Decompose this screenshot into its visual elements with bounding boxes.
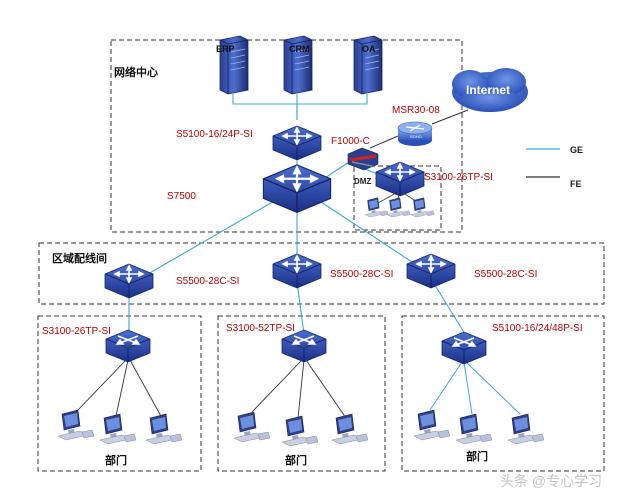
- layer3-switch-icon: [272, 253, 322, 289]
- pc-icon: [331, 413, 369, 445]
- layer3-switch-icon: [406, 253, 456, 289]
- link-dept-right-pc1: [429, 361, 463, 411]
- internet-label: Internet: [466, 83, 510, 97]
- layer3-switch-icon: [272, 125, 322, 161]
- department-pcs-right: [413, 409, 545, 445]
- department-title-left: 部门: [105, 453, 127, 467]
- distribution-room-title: 区域配线间: [52, 251, 107, 265]
- legend-ge-label: GE: [570, 145, 583, 155]
- department-switch-right: S5100-16/24/48P-SI: [441, 323, 583, 365]
- layer3-switch-icon: [104, 263, 154, 299]
- pc-icon: [281, 415, 319, 447]
- firewall: F1000-C: [331, 136, 379, 171]
- watermark-text: 头条 @专心学习: [500, 473, 602, 489]
- dmz-area: DMZ S3100-26TP-SI: [354, 161, 493, 218]
- core-switch: S7500: [167, 163, 332, 214]
- pc-icon: [386, 197, 411, 218]
- aggregation-switch-middle: S5500-28C-SI: [272, 253, 393, 289]
- link-dept-right-pc2: [463, 361, 473, 415]
- legend: GE FE: [526, 145, 583, 189]
- dmz-switch-label: S3100-26TP-SI: [424, 172, 493, 183]
- link-dept-left-pc1: [77, 359, 127, 411]
- link-agg-dept-mid: [296, 281, 305, 335]
- aggregation-switch-middle-label: S5500-28C-SI: [330, 269, 393, 280]
- firewall-icon: [347, 147, 379, 171]
- link-dept-mid-pc1: [251, 359, 303, 413]
- router-icon: SOHO: [397, 121, 433, 146]
- pc-icon: [413, 409, 451, 441]
- crm-server-label: CRM: [289, 44, 310, 54]
- firewall-label: F1000-C: [331, 136, 370, 147]
- core-switch-icon: [262, 163, 332, 214]
- layer2-switch-icon: [105, 329, 151, 363]
- network-center-title: 网络中心: [114, 65, 158, 79]
- link-dept-left-pc3: [129, 359, 163, 419]
- department-pcs-middle: [233, 411, 369, 447]
- pc-icon: [57, 409, 95, 441]
- link-agg-dept-right: [432, 281, 466, 335]
- router-label: MSR30-08: [392, 105, 440, 116]
- erp-server: ERP: [216, 35, 249, 95]
- pc-icon: [507, 413, 545, 445]
- department-switch-left-label: S3100-26TP-SI: [42, 326, 111, 337]
- department-pcs-left: [57, 409, 183, 445]
- department-switch-middle: S3100-52TP-SI: [226, 323, 327, 363]
- oa-server-label: OA: [362, 44, 376, 54]
- pc-icon: [99, 413, 137, 445]
- link-oa-access: [297, 94, 368, 105]
- link-dept-left-pc2: [115, 359, 129, 417]
- link-dept-right-pc3: [465, 361, 521, 415]
- aggregation-switch-left-label: S5500-28C-SI: [176, 276, 239, 287]
- router: SOHO MSR30-08: [392, 105, 440, 146]
- oa-server: OA: [353, 35, 383, 95]
- link-core-agg-left: [147, 199, 277, 275]
- department-switch-right-label: S5100-16/24/48P-SI: [492, 323, 583, 334]
- legend-fe-label: FE: [570, 179, 582, 189]
- department-zone-right: [401, 315, 605, 472]
- layer3-switch-icon: [375, 161, 425, 197]
- layer2-switch-icon: [441, 331, 487, 365]
- link-erp-access: [232, 94, 298, 120]
- pc-icon: [364, 197, 389, 218]
- access-switch-top: S5100-16/24P-SI: [176, 125, 322, 161]
- department-title-middle: 部门: [285, 453, 307, 467]
- pc-icon: [455, 413, 493, 445]
- department-switch-left: S3100-26TP-SI: [42, 326, 151, 363]
- link-core-firewall: [321, 159, 353, 181]
- aggregation-switch-right: S5500-28C-SI: [406, 253, 537, 289]
- link-dept-mid-pc2: [297, 359, 305, 419]
- core-switch-label: S7500: [167, 191, 196, 202]
- crm-server: CRM: [283, 35, 313, 95]
- department-title-right: 部门: [466, 449, 488, 463]
- pc-icon: [410, 197, 435, 218]
- access-switch-top-label: S5100-16/24P-SI: [176, 129, 253, 140]
- link-dept-mid-pc3: [305, 359, 347, 419]
- erp-server-label: ERP: [216, 44, 235, 54]
- pc-icon: [233, 411, 271, 443]
- pc-icon: [145, 413, 183, 445]
- dmz-label: DMZ: [354, 177, 371, 186]
- internet-cloud: Internet: [452, 68, 528, 112]
- cloud-icon: [452, 68, 528, 112]
- layer2-switch-icon: [281, 329, 327, 363]
- distribution-room-zone: [38, 242, 605, 305]
- link-core-agg-right: [317, 199, 413, 263]
- link-firewall-router: [369, 135, 399, 149]
- aggregation-switch-right-label: S5500-28C-SI: [474, 269, 537, 280]
- link-router-internet: [431, 109, 469, 125]
- department-zone-left: [37, 315, 202, 472]
- router-badge: SOHO: [410, 134, 422, 139]
- department-switch-middle-label: S3100-52TP-SI: [226, 323, 295, 334]
- aggregation-switch-left: S5500-28C-SI: [104, 263, 239, 299]
